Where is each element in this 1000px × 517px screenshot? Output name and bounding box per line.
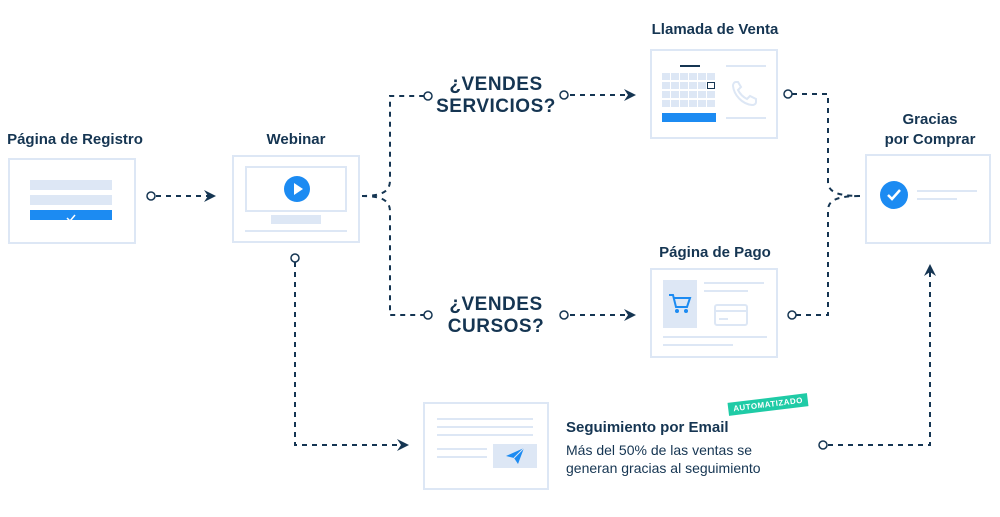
connector-pago-gracias [796,195,861,316]
calendar-day [662,73,670,80]
calendar-day [698,100,706,107]
question-cursos: ¿VENDES CURSOS? [432,294,560,338]
check-icon [66,214,76,223]
credit-card-icon [714,304,748,326]
calendar-day [671,91,679,98]
email-label: Seguimiento por Email [566,419,729,436]
text-line [245,230,347,232]
calendar-day [680,91,688,98]
question-cursos-line1: ¿VENDES [449,294,543,315]
connector-webinar-email [294,262,409,451]
email-desc-line1: Más del 50% de las ventas se [566,442,752,458]
calendar-day [689,100,697,107]
email-desc-line2: generan gracias al seguimiento [566,460,761,476]
connector-email-gracias [828,264,936,446]
question-servicios: ¿VENDES SERVICIOS? [432,74,560,118]
pago-label: Página de Pago [659,244,771,261]
phone-icon [731,81,757,107]
gracias-card [865,154,991,244]
calendar-day [680,100,688,107]
connector-venta-gracias [792,93,861,197]
calendar-day [707,91,715,98]
product-image [663,280,697,328]
webinar-card [232,155,360,243]
calendar-day [698,73,706,80]
connector-webinar-servicios [361,95,432,197]
calendar-day [671,73,679,80]
gracias-label-line2: por Comprar [884,131,976,148]
calendar [662,61,718,127]
check-icon [880,181,908,209]
gracias-label: Gracias por Comprar [860,110,1000,150]
calendar-day [689,82,697,89]
calendar-day [689,91,697,98]
webinar-label: Webinar [266,131,326,148]
calendar-day [680,82,688,89]
calendar-day [698,91,706,98]
venta-card [650,49,778,139]
connector-webinar-cursos [361,195,432,316]
submit-bar [30,210,112,223]
form-field [30,195,112,205]
calendar-confirm-bar [662,113,716,122]
calendar-day [707,100,715,107]
paper-plane-icon [506,447,525,464]
pago-card [650,268,778,358]
form-field [30,180,112,190]
question-cursos-line2: CURSOS? [447,316,545,337]
question-servicios-line2: SERVICIOS? [436,96,556,117]
calendar-day [680,73,688,80]
gracias-label-line1: Gracias [902,111,958,128]
calendar-day [662,91,670,98]
email-card [423,402,549,490]
webinar-caption [271,215,321,224]
calendar-day [707,82,715,89]
question-servicios-line1: ¿VENDES [449,74,543,95]
play-icon [284,176,310,202]
send-box [493,444,537,468]
calendar-day [662,100,670,107]
video-frame [245,166,347,212]
calendar-day [698,82,706,89]
venta-label: Llamada de Venta [651,21,779,38]
registro-card [8,158,136,244]
registro-label: Página de Registro [7,131,143,148]
calendar-day [671,100,679,107]
cart-icon [669,294,692,313]
calendar-day [662,82,670,89]
calendar-day [671,82,679,89]
calendar-day [707,73,715,80]
calendar-day [689,73,697,80]
